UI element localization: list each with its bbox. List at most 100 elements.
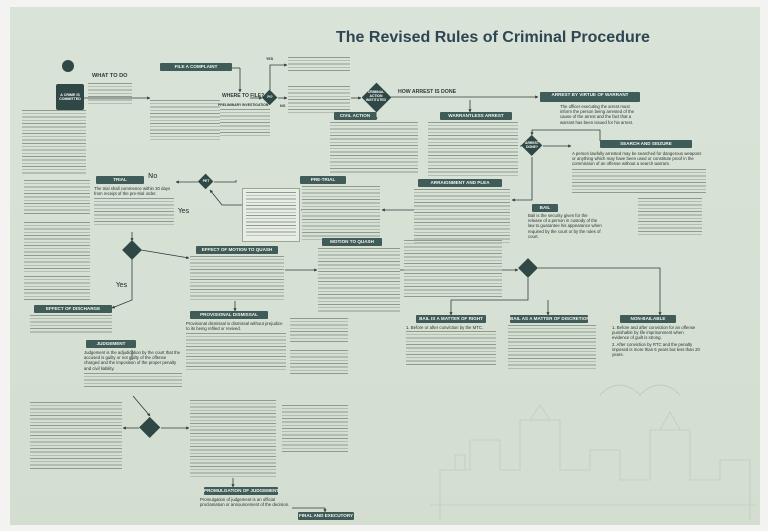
left-notes-1 xyxy=(24,180,90,216)
pi-label: PI? xyxy=(267,95,273,100)
how-arrest-label: HOW ARREST IS DONE xyxy=(398,89,457,95)
promulgation-body: Promulgation of judgement is an official… xyxy=(200,497,292,519)
effect-discharge-body xyxy=(30,315,112,335)
non-bailable-item: 1. Before and after conviction for an of… xyxy=(612,325,696,341)
no-label: NO xyxy=(280,104,286,108)
effect-motion-quash-body xyxy=(190,256,284,300)
arrest-warrant-text: The officer executing the arrest must in… xyxy=(560,104,635,125)
background-sketch xyxy=(430,384,755,520)
effect-discharge-header: EFFECT OF DISCHARGE xyxy=(34,305,112,313)
yes-label: Yes xyxy=(116,281,128,289)
bail-text: Bail is the security given for the relea… xyxy=(528,213,602,239)
revival-notes-2 xyxy=(290,350,348,374)
text-lines xyxy=(302,186,380,242)
non-bailable-body: 1. Before and after conviction for an of… xyxy=(612,325,702,373)
trial-decision xyxy=(122,240,142,260)
bail-right-body: 1. Before or after conviction by the MTC… xyxy=(406,325,496,371)
text-lines xyxy=(330,122,418,174)
conviction-notes xyxy=(190,400,276,478)
warrantless-arrest-body xyxy=(428,122,518,176)
arrest-warrant-body: The officer executing the arrest must in… xyxy=(560,104,642,140)
non-bailable-item: 2. After conviction by RTC and the penal… xyxy=(612,341,700,358)
text-lines xyxy=(186,333,286,372)
pet-label: PET xyxy=(202,179,210,184)
non-bailable-header: NON-BAILABLE xyxy=(620,315,676,323)
provisional-dismissal-text: Provisional dismissal is dismissal witho… xyxy=(186,321,283,332)
file-complaint-header: FILE A COMPLAINT xyxy=(160,63,232,71)
rights-of-accused-list xyxy=(404,240,502,298)
pre-trial-header: PRE-TRIAL xyxy=(300,176,346,184)
pet-decision: PET xyxy=(198,174,214,190)
arrest-done-decision: ARREST DONE? xyxy=(521,135,543,157)
acquittal-notes xyxy=(30,402,122,470)
promulgation-text: Promulgation of judgement is an official… xyxy=(200,497,290,508)
text-lines xyxy=(24,180,90,216)
arrest-warrant-header: ARREST BY VIRTUE OF WARRANT xyxy=(540,92,640,102)
text-lines xyxy=(84,372,182,387)
preliminary-investigation-label: PRELIMINARY INVESTIGATION xyxy=(218,103,269,107)
left-notes-3 xyxy=(24,276,90,302)
text-lines xyxy=(290,350,348,374)
text-lines xyxy=(290,318,348,344)
trial-body: The trial shall commence within 30 days … xyxy=(94,186,174,232)
bail-right-header: BAIL IS A MATTER OF RIGHT xyxy=(416,315,486,323)
judgement-text: Judgement is the adjudication by the cou… xyxy=(84,350,181,371)
what-to-do-label: WHAT TO DO xyxy=(92,73,128,79)
text-lines xyxy=(22,110,86,176)
what-to-do-notes xyxy=(88,83,132,105)
trial-header: TRIAL xyxy=(96,176,144,184)
criminal-action-label: CRIMINAL ACTION INSTITUTED xyxy=(366,90,386,102)
text-lines xyxy=(288,86,350,114)
text-lines xyxy=(318,248,400,312)
civil-action-body xyxy=(330,122,418,174)
text-lines xyxy=(30,315,112,335)
file-in-court-notes xyxy=(288,86,350,114)
text-lines xyxy=(404,240,502,298)
civil-action-header: CIVIL ACTION xyxy=(334,112,376,120)
judgement-decision xyxy=(139,417,161,439)
left-notes-2 xyxy=(24,222,90,272)
motion-quash-body xyxy=(318,248,400,312)
bail-right-item: 1. Before or after conviction by the MTC… xyxy=(406,325,484,330)
text-lines xyxy=(406,331,496,368)
text-lines xyxy=(220,109,270,137)
text-lines xyxy=(30,402,122,470)
text-lines xyxy=(24,222,90,272)
promulgation-notes xyxy=(282,405,348,453)
forms-of-bail-list xyxy=(638,198,702,236)
text-lines xyxy=(88,83,132,105)
text-lines xyxy=(246,191,296,238)
search-seizure-body: A person lawfully arrested may be search… xyxy=(572,151,706,199)
provisional-dismissal-body: Provisional dismissal is dismissal witho… xyxy=(186,321,286,377)
search-seizure-text: A person lawfully arrested may be search… xyxy=(572,151,702,167)
text-lines xyxy=(94,198,174,227)
pretrial-order-box xyxy=(242,188,300,242)
provisional-dismissal-header: PROVISIONAL DISMISSAL xyxy=(190,311,268,319)
text-lines xyxy=(428,122,518,176)
text-lines xyxy=(572,168,706,193)
badge-icon xyxy=(62,60,74,72)
intro-notes xyxy=(22,110,86,176)
final-executory-header: FINAL AND EXECUTORY xyxy=(298,512,354,520)
text-lines xyxy=(190,400,276,478)
text-lines xyxy=(24,276,90,302)
page-title: The Revised Rules of Criminal Procedure xyxy=(336,29,650,46)
pi-decision: PI? xyxy=(262,90,278,106)
arraignment-header: ARRAIGNMENT AND PLEA xyxy=(418,179,502,187)
effect-motion-quash-header: EFFECT OF MOTION TO QUASH xyxy=(196,246,278,254)
file-with-prosecutor-notes xyxy=(288,57,350,73)
bail-discretion-body xyxy=(508,325,596,371)
bail-header: BAIL xyxy=(532,204,558,212)
text-lines xyxy=(508,325,596,371)
bail-discretion-header: BAIL AS A MATTER OF DISCRETION xyxy=(510,315,588,323)
preliminary-investigation-notes xyxy=(220,109,270,137)
text-lines xyxy=(190,256,284,300)
text-lines xyxy=(282,405,348,453)
where-to-file-label: WHERE TO FILE? xyxy=(222,93,265,99)
arrest-done-label: ARREST DONE? xyxy=(525,141,539,149)
promulgation-header: PROMULGATION OF JUDGEMENT xyxy=(204,487,278,495)
bail-body: Bail is the security given for the relea… xyxy=(528,213,602,249)
text-lines xyxy=(150,100,220,140)
